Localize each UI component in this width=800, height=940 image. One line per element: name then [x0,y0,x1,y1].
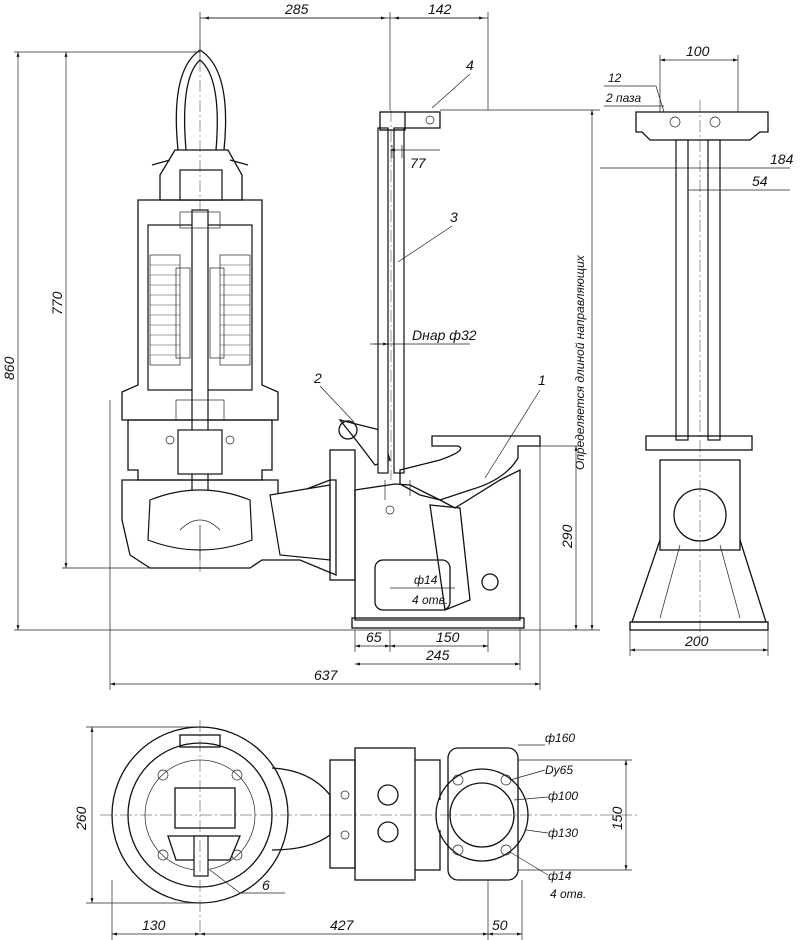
dim-plan-50: 50 [492,917,508,933]
dim-side-12: 12 [608,71,622,85]
callout-3: 3 [450,209,458,225]
dim-side-100: 100 [686,43,710,59]
dim-77: 77 [410,155,427,171]
callout-2: 2 [313,370,322,386]
dim-side-slots: 2 паза [605,91,641,105]
dim-plan-260: 260 [73,806,89,831]
dim-flange-d100: ф100 [548,789,578,803]
dim-flange-d160: ф160 [545,731,575,745]
dim-side-200: 200 [684,633,709,649]
dim-860: 860 [1,356,17,380]
dim-side-184: 184 [770,151,794,167]
dim-side-54: 54 [752,173,768,189]
dim-flange-d130: ф130 [548,826,578,840]
dim-770: 770 [49,291,65,315]
dim-flange-holes-d: ф14 [548,869,572,883]
dim-245: 245 [425,647,450,663]
dim-flange-holes-n: 4 отв. [550,887,586,901]
callout-4: 4 [466,57,474,73]
dim-285: 285 [284,1,309,17]
callout-1: 1 [538,372,546,388]
callout-6: 6 [262,877,270,893]
side-view: 100 12 2 паза 184 54 200 [600,43,794,656]
dim-flange-150: 150 [609,806,625,830]
dim-plan-130: 130 [142,917,166,933]
plan-view: ф160 Dy65 ф100 ф130 ф14 4 отв. 150 260 6… [73,720,640,940]
dim-150: 150 [436,629,460,645]
dim-hole-d14: ф14 [414,573,438,587]
front-view: 285 142 860 770 [1,1,600,690]
dim-plan-427: 427 [330,917,355,933]
dim-hole-count: 4 отв. [412,593,448,607]
dim-637: 637 [314,667,339,683]
guide-rail-note: Определяется длиной направляющих [573,254,587,470]
dim-flange-dy65: Dy65 [545,763,573,777]
dim-65: 65 [366,629,382,645]
stator [149,254,251,366]
dim-pipe-d32: Dнар ф32 [412,327,477,343]
dim-142: 142 [428,1,452,17]
dim-290: 290 [559,524,575,549]
